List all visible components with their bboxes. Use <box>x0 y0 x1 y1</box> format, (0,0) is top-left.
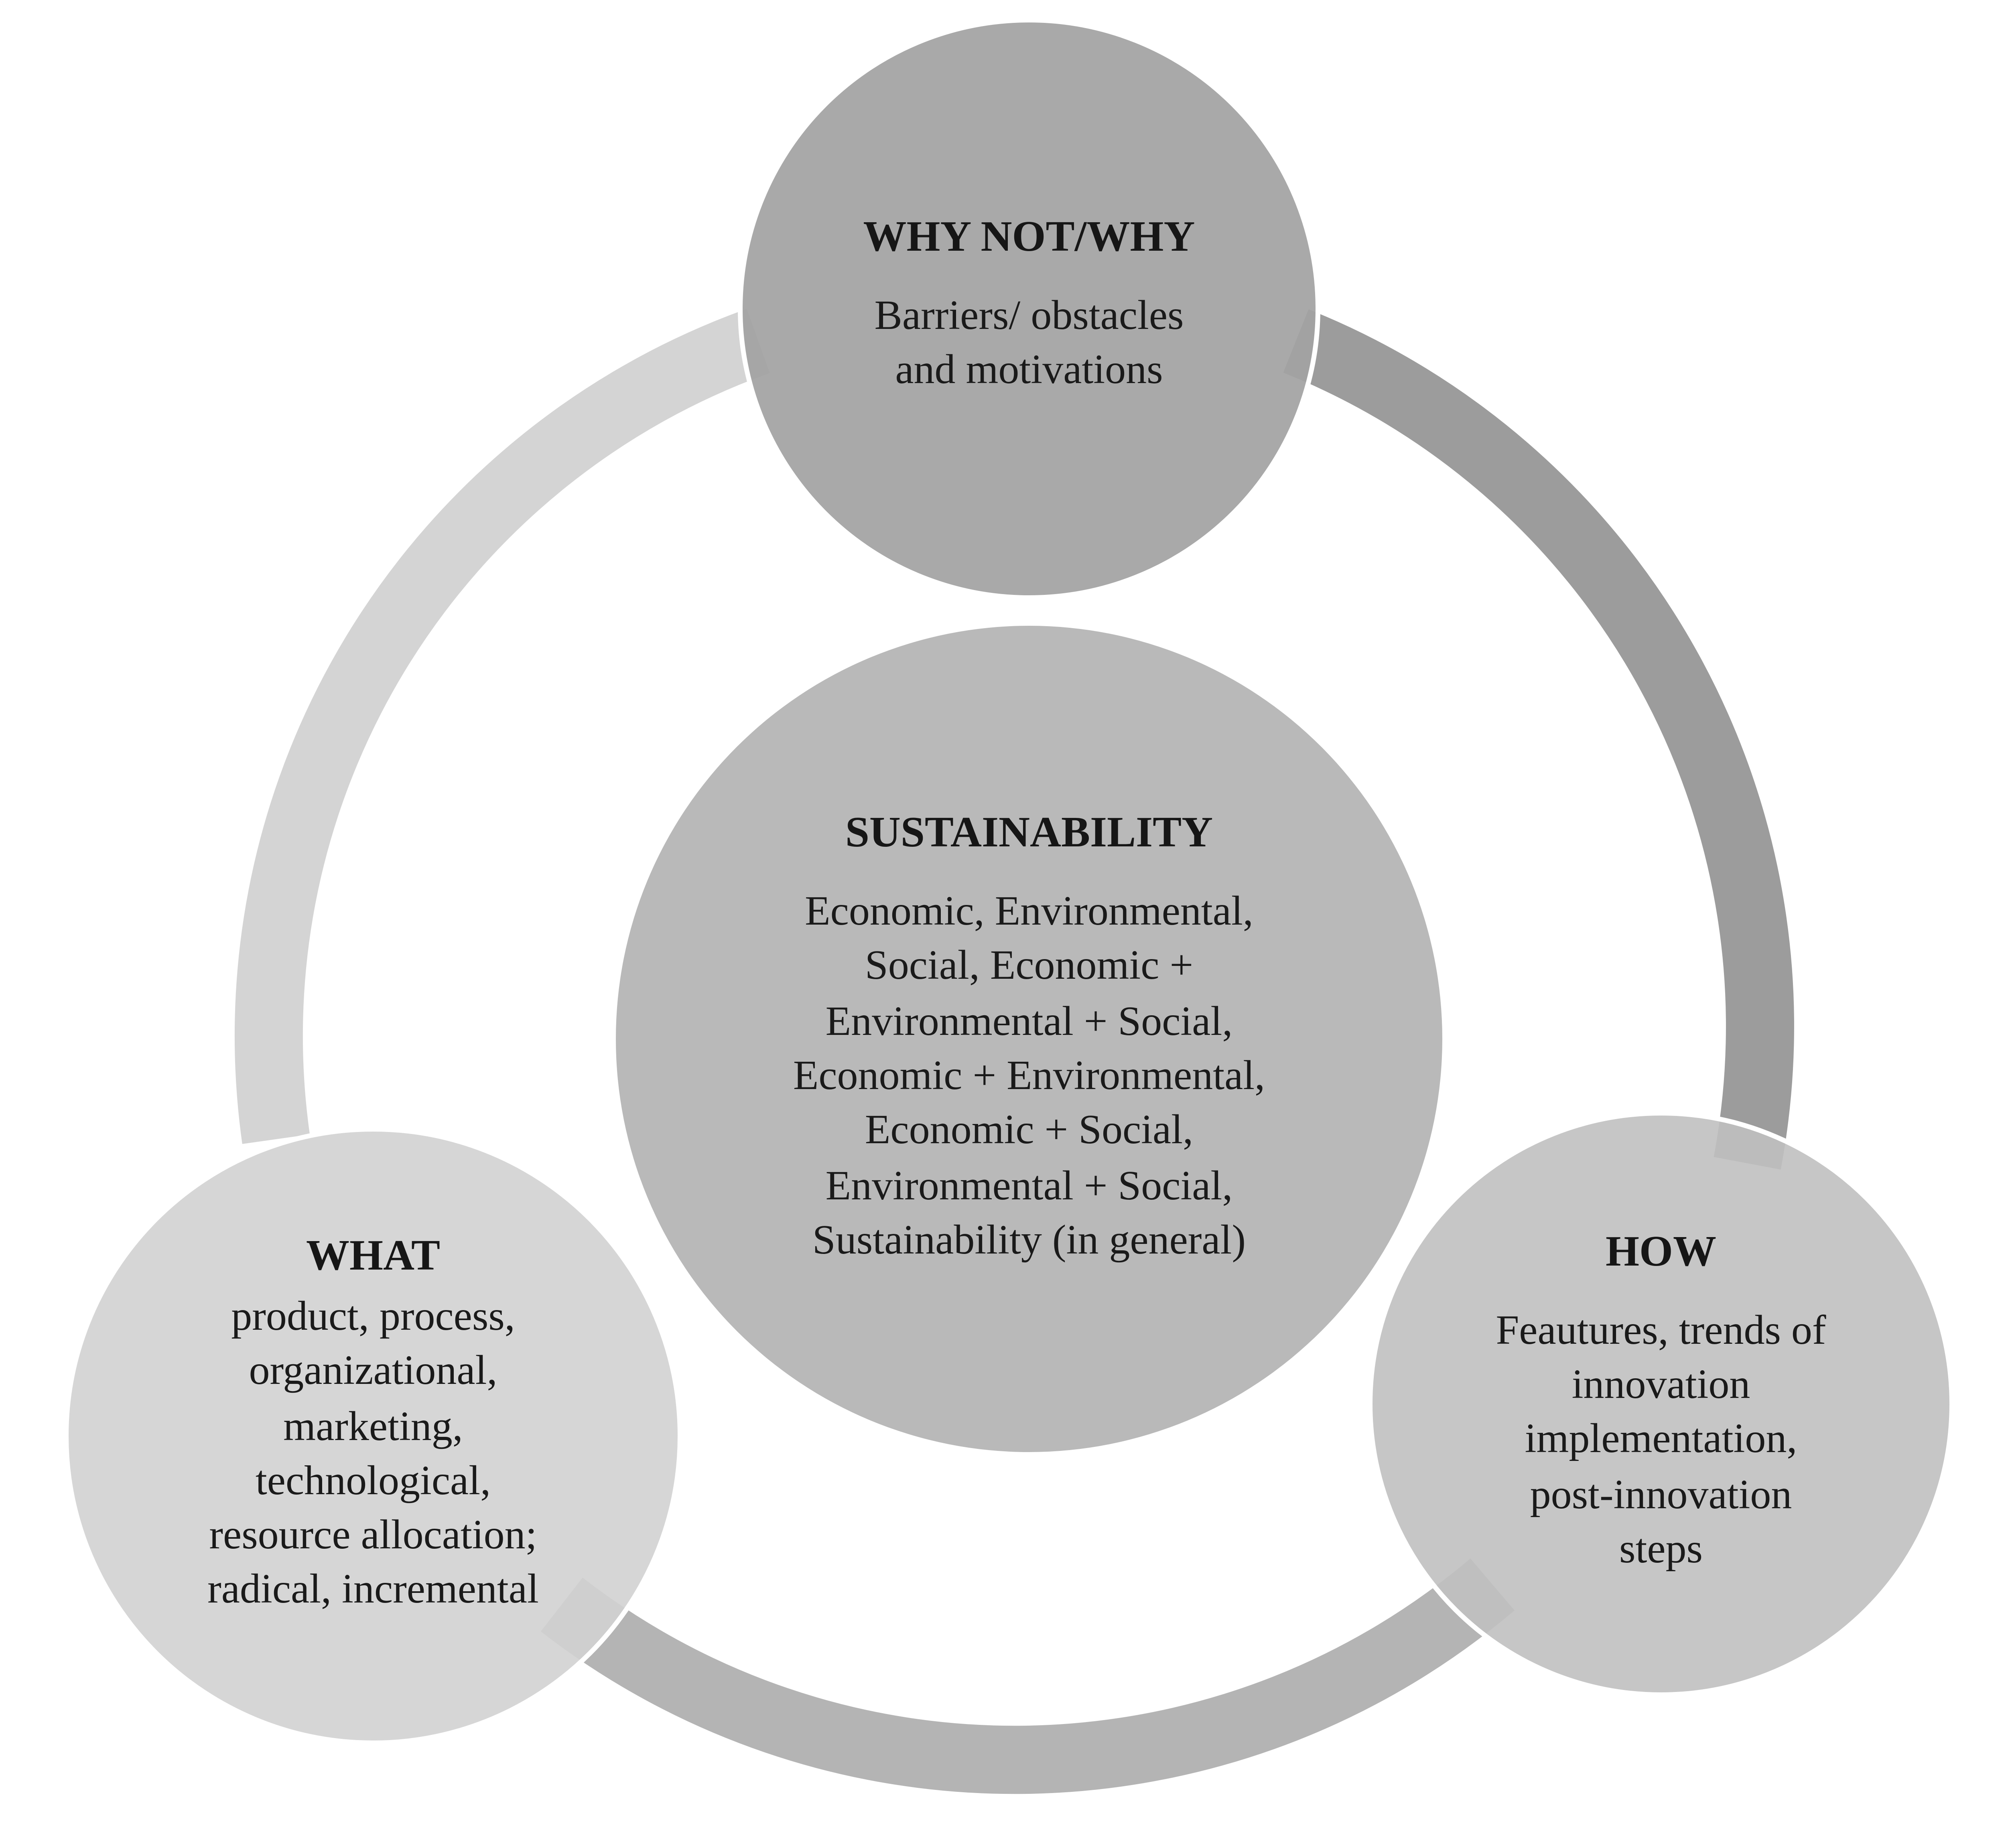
center-line-2: Social, Economic + <box>865 942 1193 988</box>
center-line-5: Economic + Social, <box>865 1106 1193 1152</box>
right-line-3: implementation, <box>1525 1415 1797 1461</box>
left-line-3: marketing, <box>283 1403 463 1449</box>
left-title: WHAT <box>306 1231 440 1279</box>
center-title: SUSTAINABILITY <box>845 808 1213 856</box>
ring-arc-bottom <box>540 1558 1515 1794</box>
cycle-ring <box>234 308 1794 1794</box>
right-circle <box>1368 1111 1954 1697</box>
right-title: HOW <box>1606 1227 1716 1275</box>
right-line-5: steps <box>1619 1525 1703 1572</box>
center-line-1: Economic, Environmental, <box>805 888 1253 934</box>
left-line-5: resource allocation; <box>209 1511 537 1558</box>
right-node-how: HOW Feautures, trends of innovation impl… <box>1368 1111 1954 1697</box>
left-circle <box>64 1127 682 1745</box>
top-line-1: Barriers/ obstacles <box>874 292 1184 338</box>
ring-arc-right <box>1283 309 1794 1170</box>
top-title: WHY NOT/WHY <box>863 213 1195 260</box>
right-line-2: innovation <box>1572 1361 1750 1407</box>
top-circle <box>738 18 1320 600</box>
center-node: SUSTAINABILITY Economic, Environmental, … <box>616 626 1442 1452</box>
right-line-4: post-innovation <box>1530 1471 1792 1517</box>
left-line-6: radical, incremental <box>207 1566 539 1612</box>
left-line-1: product, process, <box>231 1293 515 1339</box>
center-line-7: Sustainability (in general) <box>812 1217 1246 1263</box>
top-line-2: and motivations <box>895 346 1163 392</box>
ring-arc-left <box>234 308 770 1144</box>
center-line-6: Environmental + Social, <box>826 1162 1233 1209</box>
center-line-3: Environmental + Social, <box>826 998 1233 1044</box>
center-circle <box>616 626 1442 1452</box>
left-line-4: technological, <box>256 1457 491 1503</box>
left-node-what: WHAT product, process, organizational, m… <box>64 1127 682 1745</box>
right-line-1: Feautures, trends of <box>1496 1307 1826 1353</box>
top-node-why: WHY NOT/WHY Barriers/ obstacles and moti… <box>738 18 1320 600</box>
left-line-2: organizational, <box>249 1347 497 1393</box>
center-line-4: Economic + Environmental, <box>793 1052 1265 1098</box>
